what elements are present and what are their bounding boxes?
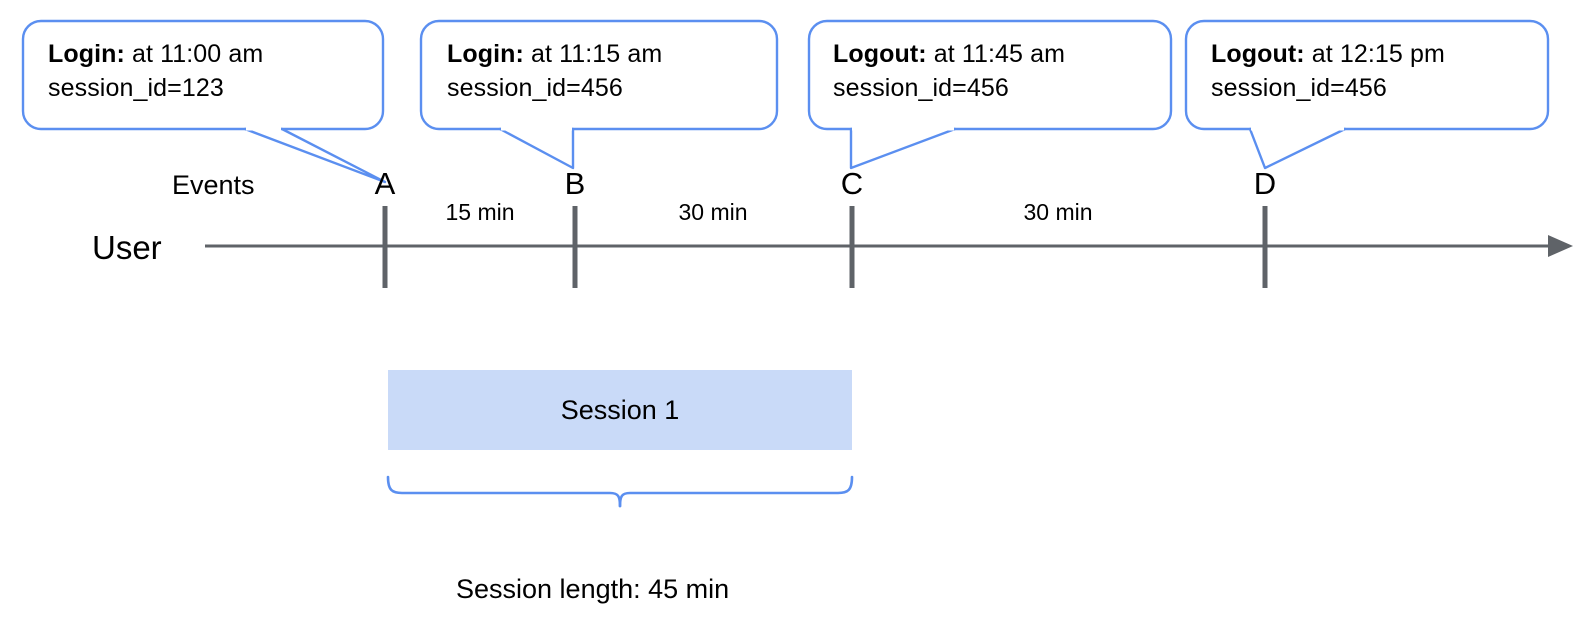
callout-b-tail [498,127,575,170]
callout-b-time: at 11:15 am [523,40,663,68]
callout-bubble-d [1184,19,1550,170]
callout-c-time: at 11:45 am [926,40,1066,68]
callout-bubble-a [21,19,387,184]
callout-a-text: Login: at 11:00 am session_id=123 [48,37,263,105]
callout-a-line2: session_id=123 [48,74,224,102]
callout-b-text: Login: at 11:15 am session_id=456 [447,37,662,105]
callout-d-tail [1248,127,1347,170]
callout-a-lead: Login: [48,40,125,68]
callout-c-tail [849,127,957,170]
callout-c-text: Logout: at 11:45 am session_id=456 [833,37,1065,105]
tick-label-c: C [840,166,864,201]
tick-label-d: D [1253,166,1277,201]
session-bar-1 [388,370,852,450]
session-length-caption: Session length: 45 min [456,574,730,604]
events-row-label: Events [172,170,255,200]
axis-arrowhead [1548,235,1573,257]
callout-a-time: at 11:00 am [124,40,264,68]
callout-b-line2: session_id=456 [447,74,623,102]
callout-d-text: Logout: at 12:15 pm session_id=456 [1211,37,1445,105]
callout-b-lead: Login: [447,40,524,68]
timeline-axis [205,235,1573,257]
tick-label-b: B [564,166,586,201]
interval-label-bc: 30 min [678,199,748,225]
callout-d-line2: session_id=456 [1211,74,1387,102]
user-row-label: User [92,229,162,266]
callout-d-time: at 12:15 pm [1304,40,1445,68]
callout-c-body [807,19,1173,131]
callout-a-body [21,19,385,131]
callout-bubble-c [807,19,1173,170]
interval-label-cd: 30 min [1023,199,1093,225]
timeline-ticks [382,206,1268,288]
tick-label-a: A [374,166,396,201]
callout-a-line1: Login: at 11:00 am [48,37,263,71]
session-bar-label: Session 1 [560,395,680,425]
interval-label-ab: 15 min [445,199,515,225]
callout-c-line2: session_id=456 [833,74,1009,102]
callout-b-body [419,19,779,131]
session-span-brace [386,475,854,508]
callout-b-line1: Login: at 11:15 am [447,37,662,71]
callout-c-lead: Logout: [833,40,927,68]
callout-d-line1: Logout: at 12:15 pm [1211,37,1445,71]
callout-c-line1: Logout: at 11:45 am [833,37,1065,71]
callout-a-tail [243,127,387,184]
callout-d-body [1184,19,1550,131]
callout-d-lead: Logout: [1211,40,1305,68]
callout-bubble-b [419,19,779,170]
